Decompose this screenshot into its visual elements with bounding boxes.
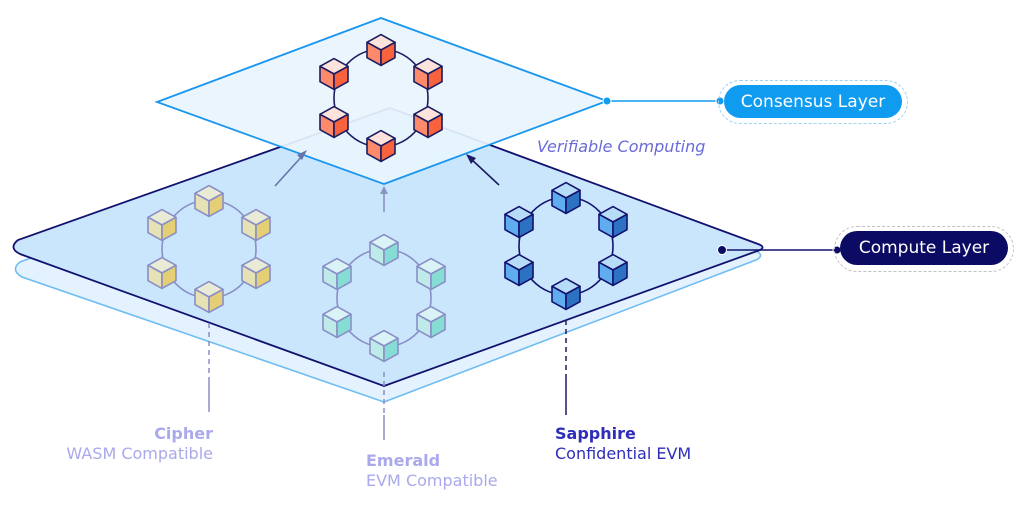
node-cube-icon <box>147 256 177 290</box>
node-cube-icon <box>194 280 224 314</box>
node-cube-icon <box>322 257 352 291</box>
cipher-caption: Cipher WASM Compatible <box>66 424 213 464</box>
compute-layer-badge: Compute Layer <box>840 231 1008 265</box>
emerald-name: Emerald <box>366 451 441 470</box>
consensus-cluster <box>319 33 443 163</box>
node-cube-icon <box>598 205 628 239</box>
node-cube-icon <box>369 329 399 363</box>
node-cube-icon <box>416 305 446 339</box>
node-cube-icon <box>504 253 534 287</box>
drop-lines <box>208 320 567 440</box>
node-cube-icon <box>416 257 446 291</box>
compute-layer-outline <box>834 226 1014 272</box>
verifiable-computing-label: Verifiable Computing <box>537 137 706 156</box>
node-cube-icon <box>598 253 628 287</box>
arrow-cipher <box>274 153 305 187</box>
node-cube-icon <box>551 181 581 215</box>
node-cube-icon <box>322 305 352 339</box>
node-cube-icon <box>319 57 349 91</box>
consensus-connector-dot <box>602 96 612 106</box>
cipher-cluster <box>147 184 271 314</box>
arrow-sapphire <box>469 157 500 186</box>
emerald-caption: Emerald EVM Compatible <box>366 451 498 491</box>
cipher-name: Cipher <box>154 424 213 443</box>
node-cube-icon <box>147 208 177 242</box>
sapphire-subtitle: Confidential EVM <box>555 444 692 463</box>
node-cube-icon <box>551 277 581 311</box>
sapphire-cluster <box>504 181 628 311</box>
node-cube-icon <box>504 205 534 239</box>
node-cube-icon <box>366 129 396 163</box>
node-cube-icon <box>319 105 349 139</box>
verification-arrows <box>274 150 500 212</box>
sapphire-name: Sapphire <box>555 424 636 443</box>
cipher-subtitle: WASM Compatible <box>66 444 213 463</box>
consensus-layer-outline <box>718 80 908 124</box>
consensus-layer-badge: Consensus Layer <box>724 85 902 118</box>
sapphire-caption: Sapphire Confidential EVM <box>555 424 691 464</box>
emerald-subtitle: EVM Compatible <box>366 471 498 490</box>
compute-connector-dot <box>717 245 727 255</box>
node-cube-icon <box>413 105 443 139</box>
node-cube-icon <box>241 256 271 290</box>
node-cube-icon <box>413 57 443 91</box>
node-cube-icon <box>366 33 396 67</box>
node-cube-icon <box>369 233 399 267</box>
node-cube-icon <box>241 208 271 242</box>
emerald-cluster <box>322 233 446 363</box>
node-cube-icon <box>194 184 224 218</box>
